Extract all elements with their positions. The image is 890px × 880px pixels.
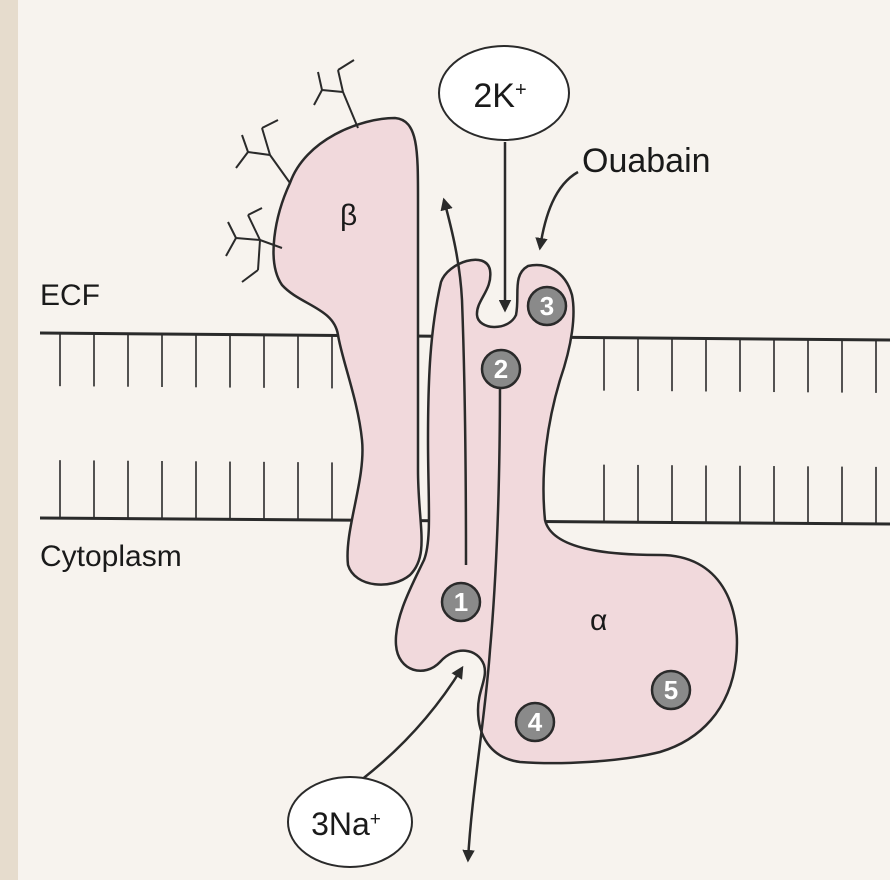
ecf-label: ECF [40,279,100,312]
site-3-number: 3 [540,291,554,321]
site-2: 2 [482,350,520,388]
page-edge-shadow [0,0,18,880]
site-4: 4 [516,703,554,741]
site-3: 3 [528,287,566,325]
site-2-number: 2 [494,354,508,384]
beta-label: β [340,199,357,232]
site-5-number: 5 [664,675,678,705]
cytoplasm-label: Cytoplasm [40,540,182,573]
sodium-bubble: 3Na+ [288,777,412,867]
site-1: 1 [442,583,480,621]
site-4-number: 4 [528,707,543,737]
site-1-number: 1 [454,587,468,617]
alpha-label: α [590,604,607,637]
ouabain-label: Ouabain [582,142,711,180]
potassium-bubble: 2K+ [439,46,569,140]
site-5: 5 [652,671,690,709]
